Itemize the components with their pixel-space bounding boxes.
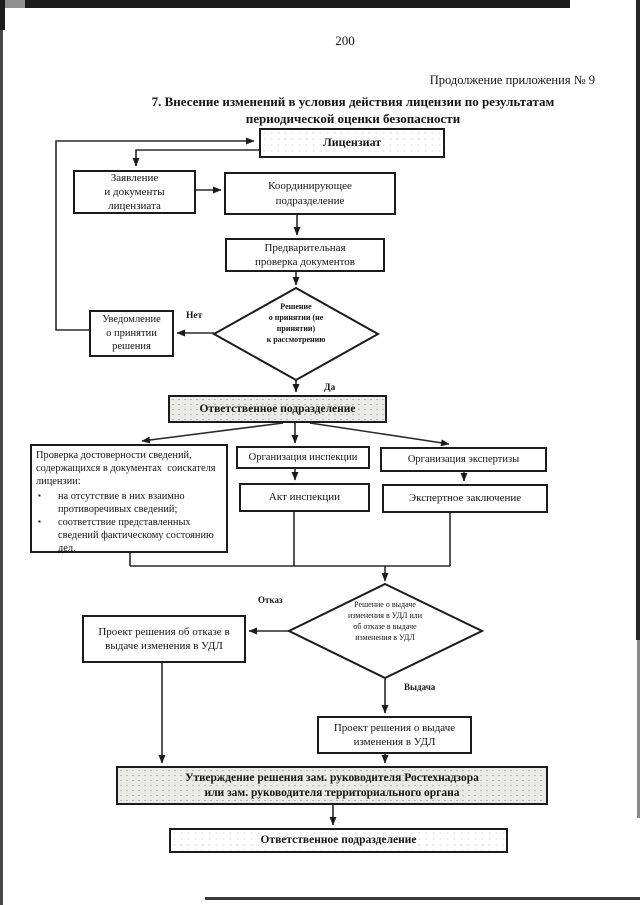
scan-artifact-top-gray (3, 0, 25, 8)
node-notification-line: Уведомление (102, 314, 161, 326)
node-verification-line: лицензии: (36, 476, 81, 488)
node-verification: Проверка достоверности сведений, содержа… (30, 444, 228, 556)
node-application-line: лицензиата (108, 200, 161, 213)
node-responsible-unit-1: Ответственное подразделение (168, 395, 387, 423)
edge-label-no: Нет (186, 311, 203, 321)
decision2-line: об отказе в выдаче (353, 622, 417, 631)
scan-artifact-right-border-lower (637, 640, 640, 818)
edge-label-issue: Выдача (404, 682, 436, 692)
continuation-note: Продолжение приложения № 9 (429, 73, 595, 87)
node-draft-refusal-line: выдаче изменения в УДЛ (105, 640, 223, 652)
decision1-line: принятии) (276, 324, 316, 333)
edge-responsible1-to-expertise (309, 422, 450, 447)
node-preliminary-line: проверка документов (255, 256, 355, 268)
section-title-line1: 7. Внесение изменений в условия действия… (151, 94, 555, 109)
node-verification-line: содержащихся в документах соискателя (36, 463, 216, 475)
node-licensee-label: Лицензиат (322, 135, 382, 150)
node-notification: Уведомление о принятии решения (89, 310, 174, 357)
node-org-expertise: Организация экспертизы (380, 447, 547, 472)
node-org-inspection-label: Организация инспекции (248, 451, 358, 463)
node-licensee: Лицензиат (259, 128, 445, 158)
edge-label-refusal: Отказ (258, 595, 283, 605)
node-responsible1-label: Ответственное подразделение (199, 402, 356, 415)
scan-artifact-right-border (636, 0, 640, 640)
section-title-line2: периодической оценки безопасности (245, 111, 461, 126)
node-draft-issue-line: изменения в УДЛ (353, 736, 436, 748)
node-responsible2-label: Ответственное подразделение (260, 834, 417, 847)
node-draft-refusal-line: Проект решения об отказе в (98, 625, 230, 638)
node-notification-line: решения (112, 341, 151, 353)
decision2-line: изменения в УДЛ (355, 633, 415, 642)
node-expert-conclusion: Экспертное заключение (382, 484, 548, 513)
decision2-line: Решение о выдаче (354, 600, 416, 609)
node-responsible-unit-2: Ответственное подразделение (169, 828, 508, 853)
scan-artifact-top-bar (0, 0, 570, 8)
node-coordinating-line: Координирующее (268, 180, 352, 193)
node-verification-line: Проверка достоверности сведений, (36, 450, 192, 461)
node-coordinating: Координирующее подразделение (224, 172, 396, 215)
node-coordinating-line: подразделение (275, 194, 345, 207)
node-verification-bullets: на отсутствие в них взаимно противоречив… (36, 489, 224, 556)
edge-licensee-to-application (132, 149, 259, 167)
decision1-text: Решение о принятии (не принятии) к рассм… (236, 301, 356, 345)
scan-artifact-left-top (0, 0, 5, 30)
node-notification-line: о принятии (106, 327, 157, 339)
node-verification-intro: Проверка достоверности сведений, содержа… (36, 449, 216, 489)
node-inspection-act: Акт инспекции (239, 483, 370, 512)
node-application-line: Заявление (110, 171, 159, 184)
node-expert-conclusion-label: Экспертное заключение (408, 492, 522, 505)
node-draft-issue-line: Проект решения о выдаче (333, 721, 456, 734)
node-draft-issue: Проект решения о выдаче изменения в УДЛ (317, 716, 472, 754)
node-application-line: и документы (104, 185, 165, 198)
node-application: Заявление и документы лицензиата (73, 170, 196, 214)
verification-bullet: на отсутствие в них взаимно противоречив… (36, 489, 224, 516)
decision1-line: к рассмотрению (266, 335, 326, 344)
section-title: 7. Внесение изменений в условия действия… (66, 93, 640, 127)
node-preliminary-line: Предварительная (264, 241, 346, 254)
node-approval-line: Утверждение решения зам. руководителя Ро… (185, 771, 479, 784)
node-approval: Утверждение решения зам. руководителя Ро… (116, 766, 548, 805)
node-draft-refusal: Проект решения об отказе в выдаче измене… (82, 615, 246, 663)
node-approval-line: или зам. руководителя территориального о… (204, 786, 460, 799)
decision1-line: Решение (280, 302, 312, 311)
decision2-line: изменения в УДЛ или (347, 611, 423, 620)
node-preliminary-check: Предварительная проверка документов (225, 238, 385, 272)
page-number: 200 (335, 33, 355, 48)
node-org-inspection: Организация инспекции (236, 446, 370, 469)
edge-responsible1-to-verification (141, 422, 284, 444)
decision2-text: Решение о выдаче изменения в УДЛ или об … (315, 599, 455, 643)
scan-artifact-left-border (0, 0, 3, 905)
edge-label-yes: Да (324, 383, 336, 393)
verification-bullet: соответствие представленных сведений фак… (36, 515, 224, 556)
decision1-line: о принятии (не (268, 313, 324, 322)
node-org-expertise-label: Организация экспертизы (407, 453, 520, 465)
scan-artifact-bottom-line (205, 897, 640, 900)
node-inspection-act-label: Акт инспекции (268, 491, 341, 504)
